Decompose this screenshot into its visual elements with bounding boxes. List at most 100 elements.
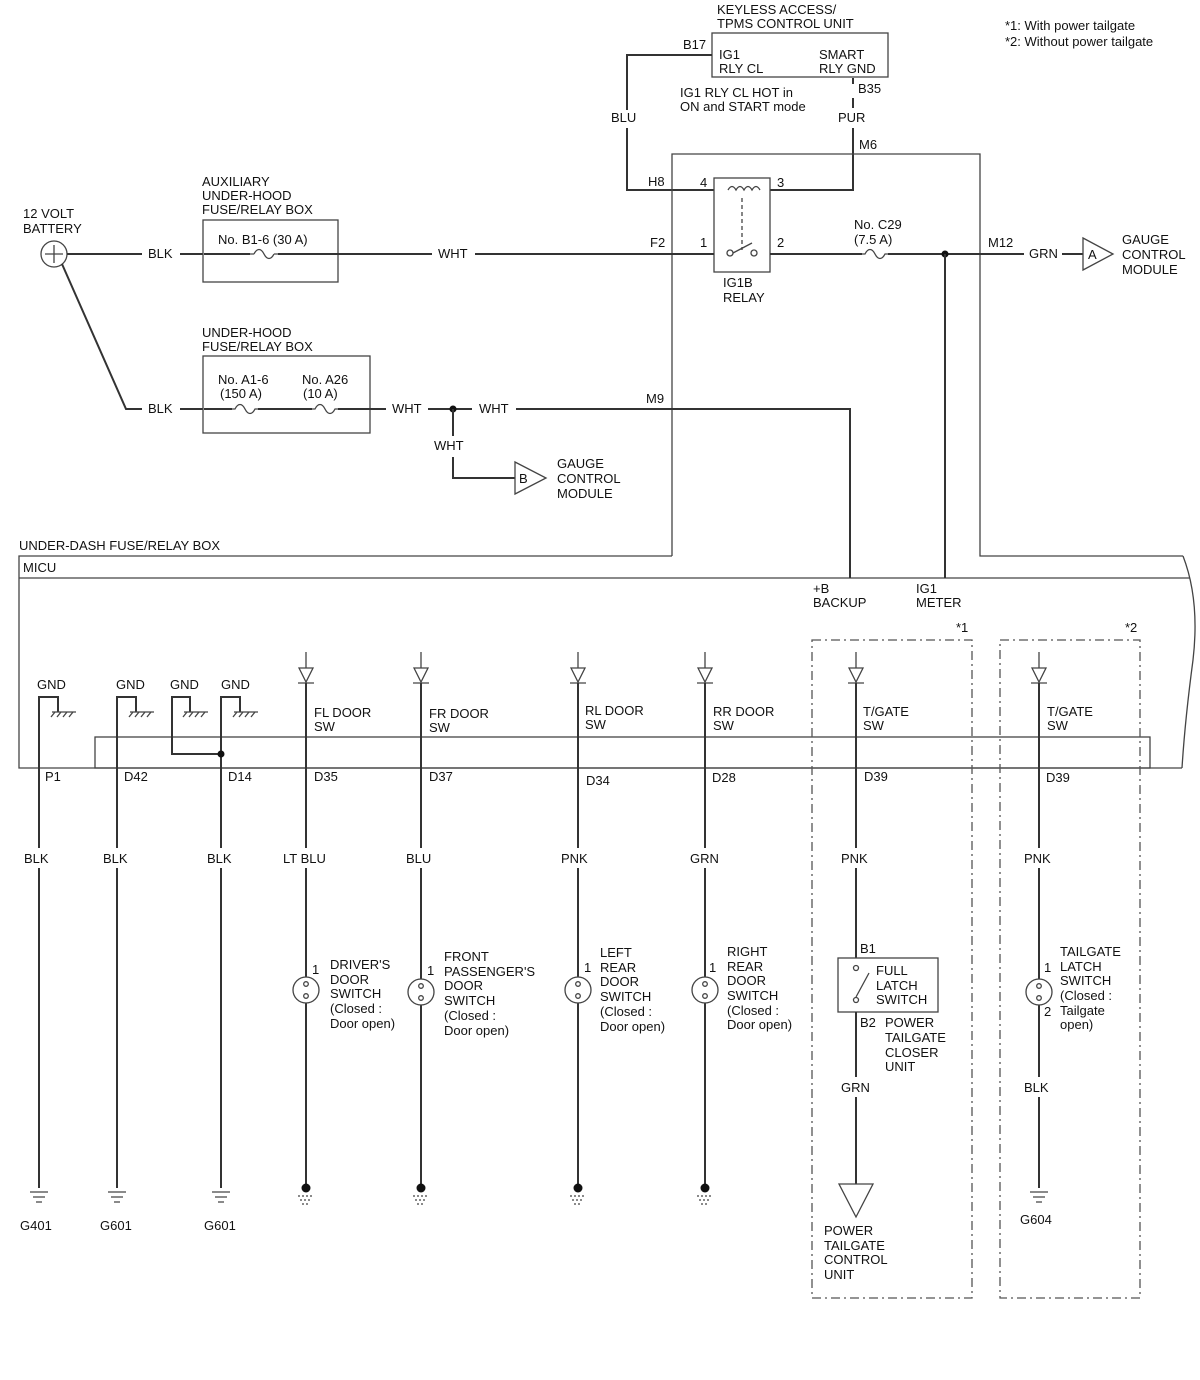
closer-unit-2: TAILGATE xyxy=(885,1030,946,1045)
pin-d42: D42 xyxy=(124,769,148,784)
gauge-a-label-2: CONTROL xyxy=(1122,247,1186,262)
rl-name-4: SWITCH xyxy=(600,989,651,1004)
star-1: *1 xyxy=(956,620,968,635)
chassis-ground-icon-3 xyxy=(182,711,208,718)
relay-switch-arm xyxy=(732,242,753,254)
rl-name-6: Door open) xyxy=(600,1019,665,1034)
source-arrow-icon xyxy=(1030,652,1048,684)
wire-label-grn-a: GRN xyxy=(1029,246,1058,261)
relay-name-1: IG1B xyxy=(723,275,753,290)
source-arrow-icon xyxy=(569,652,587,684)
wire-label-wht-3: WHT xyxy=(434,438,464,453)
latch-contact-bottom xyxy=(852,996,860,1004)
micu-label: MICU xyxy=(23,560,56,575)
fr-term-1: 1 xyxy=(427,963,434,978)
fl-name-1: DRIVER'S xyxy=(330,957,391,972)
pin-b1: B1 xyxy=(860,941,876,956)
label-bg-3 xyxy=(205,848,239,868)
pin-h8: H8 xyxy=(648,174,665,189)
gauge-b-label-2: CONTROL xyxy=(557,471,621,486)
pin-d39-b: D39 xyxy=(1046,770,1070,785)
ground-icon xyxy=(298,1195,314,1205)
pin-f2: F2 xyxy=(650,235,665,250)
fl-door-in-1: FL DOOR xyxy=(314,705,371,720)
gauge-b-conn: B xyxy=(519,471,528,486)
tgm-term-1: 1 xyxy=(1044,960,1051,975)
aux-box-title-3: FUSE/RELAY BOX xyxy=(202,202,313,217)
ground-icon xyxy=(413,1195,429,1205)
pin-d39-a: D39 xyxy=(864,769,888,784)
tgm-name-3: SWITCH xyxy=(1060,973,1111,988)
relay-term-3: 3 xyxy=(777,175,784,190)
keyless-term-rlygnd: RLY GND xyxy=(819,61,876,76)
keyless-desc-2: ON and START mode xyxy=(680,99,806,114)
wire-label-gnd-1: BLK xyxy=(24,851,49,866)
pin-p1: P1 xyxy=(45,769,61,784)
control-unit-connector xyxy=(837,1183,875,1219)
underdash-title: UNDER-DASH FUSE/RELAY BOX xyxy=(19,538,220,553)
ground-dot xyxy=(573,1183,583,1193)
fuse-b1-6-label: No. B1-6 (30 A) xyxy=(218,232,308,247)
battery-label-2: BATTERY xyxy=(23,221,82,236)
wire-blu-lower xyxy=(626,128,715,191)
gauge-a-conn: A xyxy=(1088,247,1097,262)
fl-name-2: DOOR xyxy=(330,972,369,987)
label-bg xyxy=(839,1077,877,1097)
keyless-title-1: KEYLESS ACCESS/ xyxy=(717,2,837,17)
wire-label-blk-upper: BLK xyxy=(148,246,173,261)
fuse-a1-6-label-1: No. A1-6 xyxy=(218,372,269,387)
pin-m12: M12 xyxy=(988,235,1013,250)
wire-pur-lower xyxy=(770,128,854,191)
latch-label-2: LATCH xyxy=(876,978,918,993)
ground-icon-g601a xyxy=(108,1191,126,1203)
tgm-name-4: (Closed : xyxy=(1060,988,1112,1003)
rr-name-3: DOOR xyxy=(727,973,766,988)
wire-label-pur: PUR xyxy=(838,110,865,125)
label-bg xyxy=(404,848,438,868)
door-switch-fl: FL DOOR SW D35 LT BLU 1 DRIVER'S DOOR SW… xyxy=(281,652,395,1205)
wire-label-tgm: PNK xyxy=(1024,851,1051,866)
fl-name-3: SWITCH xyxy=(330,986,381,1001)
wire-label-tgp-grn: GRN xyxy=(841,1080,870,1095)
tailgate-power-circuit: *1 T/GATE SW D39 PNK B1 FULL LATCH SWITC… xyxy=(811,620,973,1299)
gauge-a-label-1: GAUGE xyxy=(1122,232,1169,247)
wire-label-gnd-4: BLK xyxy=(207,851,232,866)
wire-blk-lower-1 xyxy=(61,263,142,410)
closer-unit-4: UNIT xyxy=(885,1059,915,1074)
closer-unit-1: POWER xyxy=(885,1015,934,1030)
fr-door-in-1: FR DOOR xyxy=(429,706,489,721)
pin-b35: B35 xyxy=(858,81,881,96)
gauge-b-connector xyxy=(514,460,548,496)
underdash-torn-edge xyxy=(1181,555,1196,769)
rl-door-in-1: RL DOOR xyxy=(585,703,644,718)
ground-dot xyxy=(301,1183,311,1193)
keyless-term-smart: SMART xyxy=(819,47,864,62)
gnd-label-4: GND xyxy=(221,677,250,692)
wire-label-wht-1: WHT xyxy=(392,401,422,416)
tgm-name-6: open) xyxy=(1060,1017,1093,1032)
label-bg xyxy=(1022,1077,1056,1097)
fuse-c29-label-1: No. C29 xyxy=(854,217,902,232)
latch-contact-top xyxy=(852,964,860,972)
rr-name-1: RIGHT xyxy=(727,944,768,959)
rl-door-in-2: SW xyxy=(585,717,607,732)
rl-name-1: LEFT xyxy=(600,945,632,960)
keyless-desc-1: IG1 RLY CL HOT in xyxy=(680,85,793,100)
latch-label-1: FULL xyxy=(876,963,908,978)
ground-icon xyxy=(697,1195,713,1205)
underhood-title-2: FUSE/RELAY BOX xyxy=(202,339,313,354)
ground-icon-g401 xyxy=(30,1191,48,1203)
door-switch-fr: FR DOOR SW D37 BLU 1 FRONT PASSENGER'S D… xyxy=(404,652,535,1205)
wire-label-blu: BLU xyxy=(611,110,636,125)
fr-name-2: PASSENGER'S xyxy=(444,964,535,979)
wire-label-rl: PNK xyxy=(561,851,588,866)
source-arrow-icon xyxy=(847,652,865,684)
gnd-label-1: GND xyxy=(37,677,66,692)
wire-label-wht-upper: WHT xyxy=(438,246,468,261)
switch-contact xyxy=(702,993,708,999)
rr-name-4: SWITCH xyxy=(727,988,778,1003)
relay-coil-icon xyxy=(727,185,761,192)
tgm-in-1: T/GATE xyxy=(1047,704,1093,719)
switch-contact xyxy=(303,981,309,987)
